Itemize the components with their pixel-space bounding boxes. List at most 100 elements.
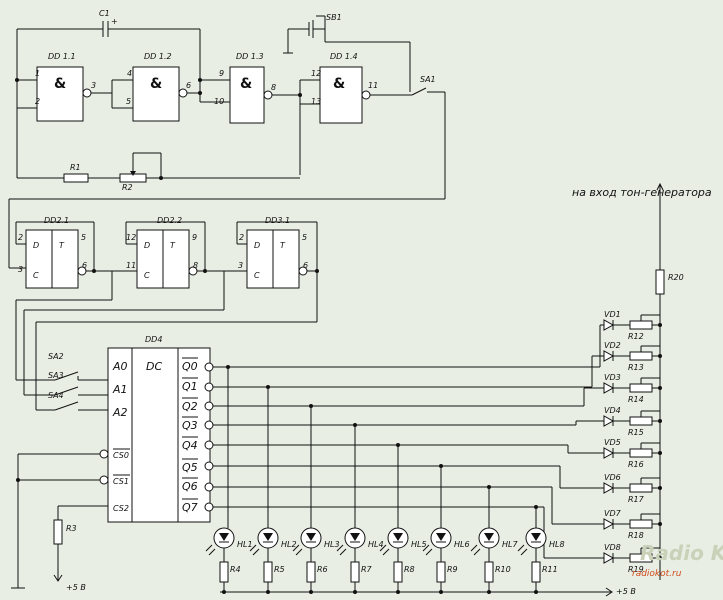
resistor-icon [629, 519, 653, 529]
junction-dot [226, 365, 230, 369]
pin-d: D [254, 241, 260, 250]
led-label: HL3 [324, 540, 340, 549]
pin: 4 [127, 69, 132, 78]
junction-dot [658, 419, 662, 423]
pin-d: D [33, 241, 39, 250]
led-label: HL8 [549, 540, 565, 549]
output-bubble [204, 401, 214, 411]
pin: 5 [302, 233, 307, 242]
resistor-icon [629, 351, 653, 361]
label-plus5-left: +5 В [66, 583, 86, 592]
pin: 2 [239, 233, 244, 242]
pin: 2 [18, 233, 23, 242]
pin: 6 [303, 261, 308, 270]
led-ray [208, 548, 216, 556]
output-q3: Q3 [182, 419, 198, 432]
gate-dd1-4 [319, 66, 363, 124]
junction-dot [266, 385, 270, 389]
resistor-label: R18 [628, 531, 644, 540]
output-q4: Q4 [182, 439, 198, 452]
diode-label: VD2 [604, 341, 621, 350]
pin: 12 [126, 233, 136, 242]
output-q1: Q1 [182, 380, 198, 393]
output-bubble [204, 502, 214, 512]
led-ray [339, 548, 347, 556]
diode-icon [603, 552, 615, 564]
led-triangle [393, 533, 403, 541]
output-bubble [204, 461, 214, 471]
led-triangle [350, 533, 360, 541]
output-q6: Q6 [182, 480, 198, 493]
led-triangle [263, 533, 273, 541]
led-ray [520, 548, 528, 556]
flipflop-label: DD3.1 [265, 216, 290, 225]
pin: 8 [271, 83, 276, 92]
switch-sa2: SA2 [48, 352, 64, 361]
diode-icon [603, 415, 615, 427]
pin-d: D [144, 241, 150, 250]
pin: 9 [192, 233, 197, 242]
pin: 2 [35, 97, 40, 106]
resistor-icon [393, 561, 403, 583]
resistor-label: R7 [361, 565, 373, 574]
diode-icon [603, 350, 615, 362]
label-dc: DC [146, 360, 162, 373]
resistor-label: R16 [628, 460, 644, 469]
resistor-icon [629, 483, 653, 493]
diode-label: VD1 [604, 310, 621, 319]
resistor-r1 [63, 173, 89, 183]
resistor-icon [629, 320, 653, 330]
resistor-label: R17 [628, 495, 645, 504]
label-sa1: SA1 [420, 75, 436, 84]
resistor-icon [306, 561, 316, 583]
led-label: HL6 [454, 540, 470, 549]
junction-dot [658, 451, 662, 455]
flipflop-label: DD2.2 [157, 216, 182, 225]
junction-dot [487, 485, 491, 489]
resistor-icon [484, 561, 494, 583]
input-a1: A1 [112, 383, 128, 396]
resistor-icon [219, 561, 229, 583]
led-triangle [531, 533, 541, 541]
label-dd4: DD4 [145, 335, 162, 344]
led-triangle [484, 533, 494, 541]
output-bubble [204, 440, 214, 450]
gate-label: DD 1.2 [144, 52, 172, 61]
resistor-label: R14 [628, 395, 644, 404]
junction-dot [309, 404, 313, 408]
pin: 8 [193, 261, 198, 270]
select-cs2: CS2 [113, 504, 129, 513]
led-ray [292, 544, 300, 552]
led-ray [295, 548, 303, 556]
junction-dot [658, 486, 662, 490]
pin: 5 [126, 97, 131, 106]
gate-symbol: & [150, 76, 162, 92]
resistor-icon [350, 561, 360, 583]
resistor-label: R8 [404, 565, 415, 574]
output-bubble [204, 482, 214, 492]
led-ray [422, 544, 430, 552]
gate-dd1-3 [229, 66, 265, 124]
led-triangle [219, 533, 229, 541]
resistor-label: R19 [628, 565, 644, 574]
diode-label: VD4 [604, 406, 621, 415]
output-section: на вход тон-генератора R20 VD1R12VD2R13V… [205, 182, 712, 597]
output-bubble [204, 420, 214, 430]
led-label: HL5 [411, 540, 427, 549]
diode-label: VD7 [604, 509, 622, 518]
output-q7: Q7 [182, 501, 198, 514]
watermark: Radio KOT radiokot.ru [632, 541, 723, 579]
diode-label: VD5 [604, 438, 621, 447]
resistor-icon [531, 561, 541, 583]
led-label: HL1 [237, 540, 253, 549]
led-ray [336, 544, 344, 552]
switch-sa3: SA3 [48, 371, 64, 380]
label-r2: R2 [122, 183, 133, 192]
resistor-r3 [53, 519, 63, 545]
resistor-label: R5 [274, 565, 285, 574]
pin: 3 [91, 81, 96, 90]
led-label: HL2 [281, 540, 297, 549]
resistor-label: R11 [542, 565, 558, 574]
input-a0: A0 [112, 360, 128, 373]
